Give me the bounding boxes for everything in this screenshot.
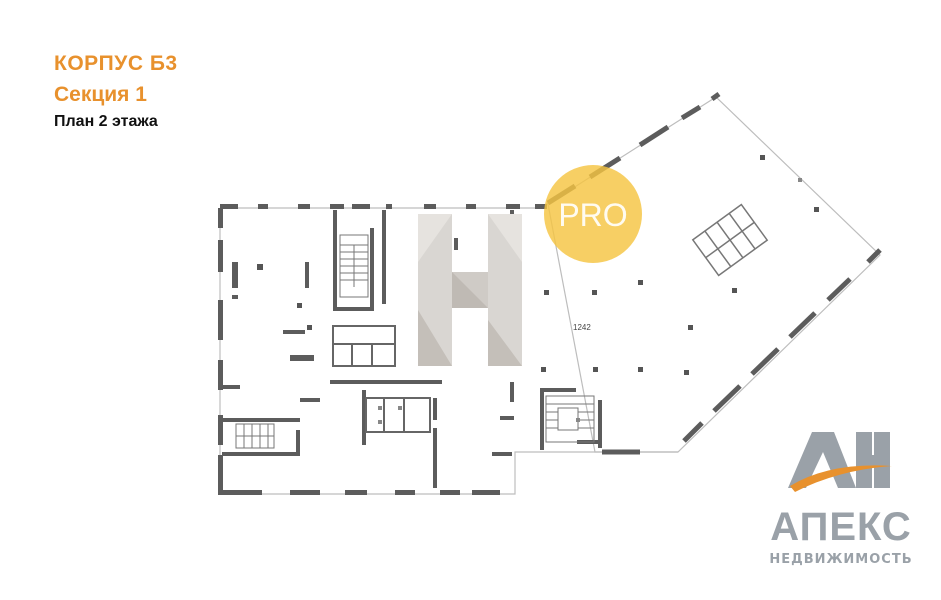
staircase-left xyxy=(339,234,369,298)
building-outline xyxy=(219,96,881,495)
atrium-void xyxy=(418,214,522,366)
section-title: Секция 1 xyxy=(54,83,147,106)
columns xyxy=(257,155,819,375)
room-number: 1242 xyxy=(573,323,591,332)
core-blocks xyxy=(332,325,431,433)
logo-mark xyxy=(788,432,892,492)
floor-plan-title: План 2 этажа xyxy=(54,113,158,130)
logo-name: АПЕКС xyxy=(770,505,912,549)
wing-facade xyxy=(546,91,882,455)
building-title: КОРПУС Б3 xyxy=(54,52,178,75)
logo: АПЕКС НЕДВИЖИМОСТЬ xyxy=(769,432,912,567)
wing-cabins xyxy=(691,203,769,277)
pro-badge-circle xyxy=(544,165,642,263)
logo-tagline: НЕДВИЖИМОСТЬ xyxy=(769,552,912,567)
fixtures xyxy=(378,178,802,424)
pro-badge: PRO xyxy=(558,197,627,233)
walls xyxy=(218,204,602,495)
staircase-right xyxy=(545,395,595,443)
staircase-bottom-left xyxy=(235,423,275,449)
title-block: КОРПУС Б3 Секция 1 План 2 этажа xyxy=(54,48,178,134)
